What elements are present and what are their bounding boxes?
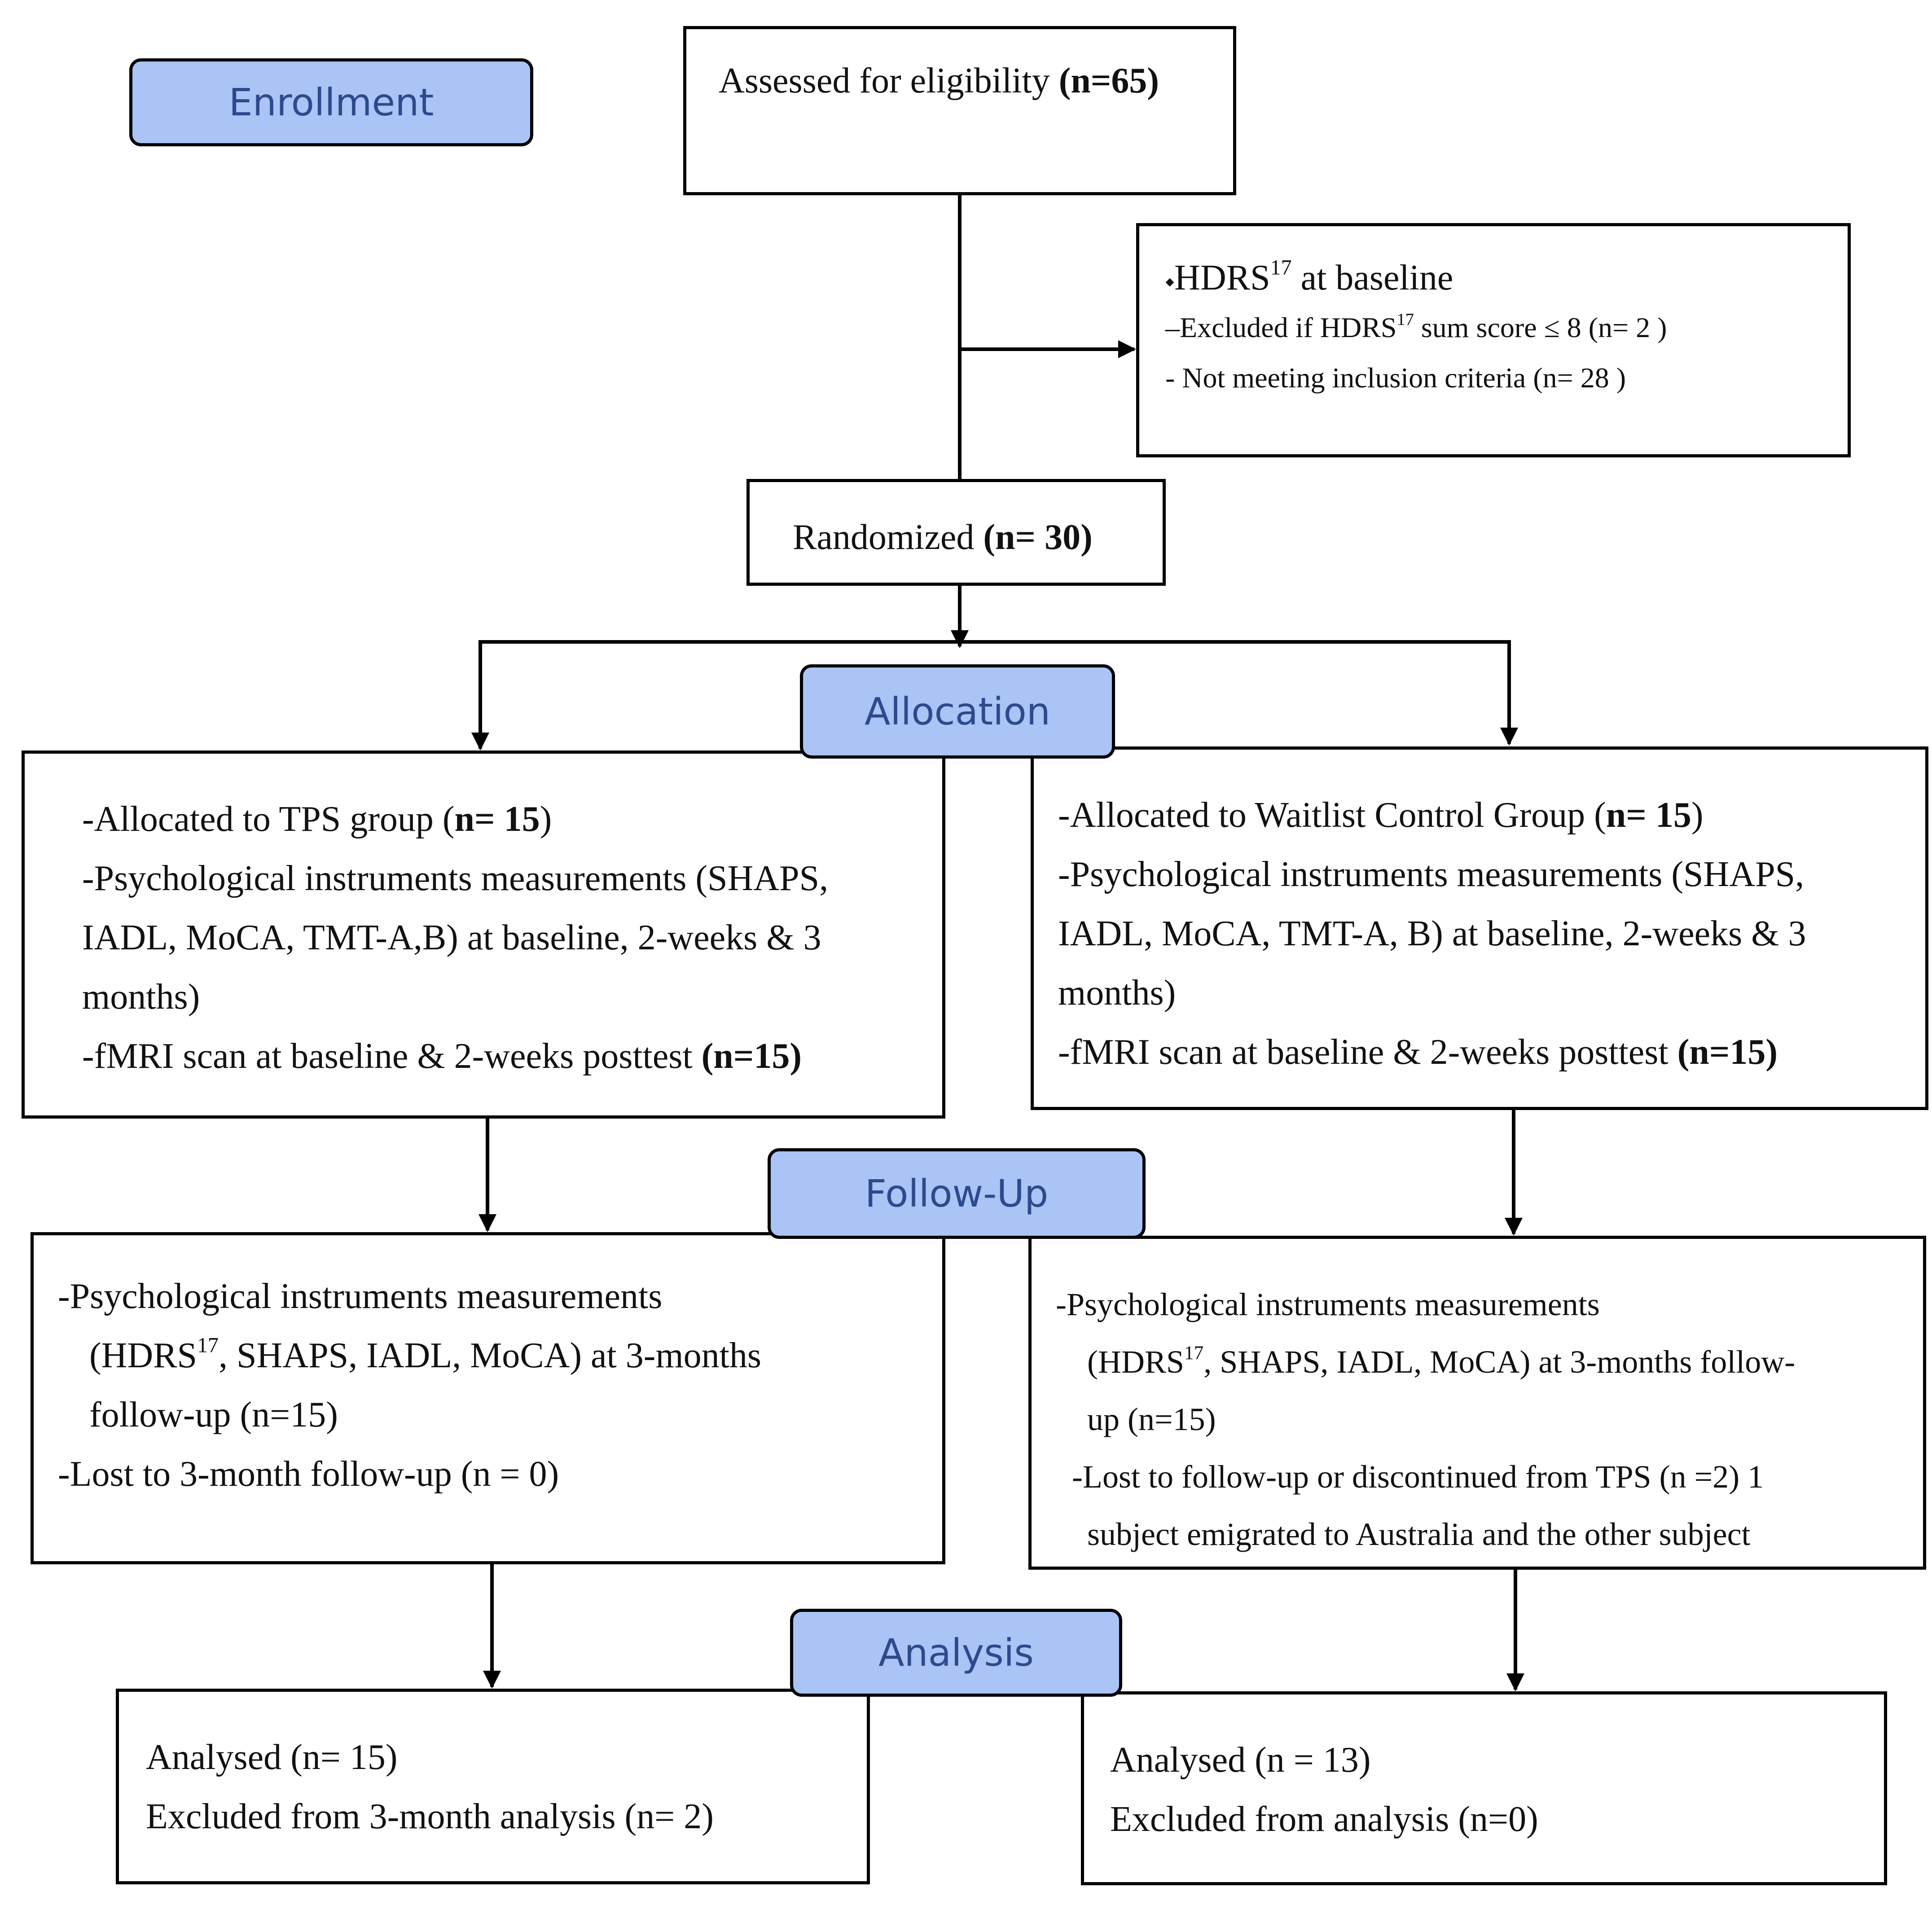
follow-up-waitlist-box: -Psychological instruments measurements … (1028, 1236, 1926, 1570)
waitlist-fmri-text: -fMRI scan at baseline & 2-weeks posttes… (1058, 1032, 1677, 1072)
stage-label-enrollment: Enrollment (129, 58, 533, 146)
analysis-tps-box: Analysed (n= 15) Excluded from 3-month a… (116, 1689, 870, 1884)
stage-label-text: Enrollment (228, 80, 434, 124)
waitlist-fu-line-3: up (n=15) (1087, 1401, 1216, 1437)
waitlist-allocated-line: -Allocated to Waitlist Control Group (n=… (1058, 786, 1907, 845)
exclusion-hdrs-text: –Excluded if HDRS (1165, 312, 1397, 343)
stage-label-follow-up: Follow-Up (768, 1148, 1146, 1239)
tps-psych-line-3: months) (82, 977, 200, 1017)
tps-fu-line-2-suffix: , SHAPS, IADL, MoCA) at 3-months (219, 1336, 761, 1375)
waitlist-fmri-line: -fMRI scan at baseline & 2-weeks posttes… (1058, 1023, 1907, 1082)
tps-fmri-line: -fMRI scan at baseline & 2-weeks posttes… (82, 1027, 915, 1086)
tps-fmri-text: -fMRI scan at baseline & 2-weeks posttes… (82, 1036, 702, 1076)
exclusion-title-text: HDRS (1174, 258, 1270, 298)
waitlist-fu-line-2-text: (HDRS (1087, 1344, 1185, 1380)
randomized-count: (n= 30) (983, 518, 1093, 557)
tps-allocated-text: -Allocated to TPS group ( (82, 799, 455, 839)
exclusion-criteria-line: - Not meeting inclusion criteria (n= 28 … (1165, 362, 1626, 394)
waitlist-fmri-count: (n=15) (1677, 1032, 1778, 1072)
split-line (479, 640, 1518, 747)
waitlist-fu-line-2-suffix: , SHAPS, IADL, MoCA) at 3-months follow- (1203, 1344, 1796, 1380)
exclusion-hdrs-suffix: sum score ≤ 8 (n= 2 ) (1414, 312, 1667, 343)
assessed-text: Assessed for eligibility (719, 61, 1059, 101)
waitlist-fu-lost-2: subject emigrated to Australia and the o… (1087, 1516, 1751, 1552)
waitlist-allocated-text: -Allocated to Waitlist Control Group ( (1058, 795, 1606, 835)
waitlist-fu-line-2-sup: 17 (1184, 1342, 1204, 1364)
waitlist-fu-lost: -Lost to follow-up or discontinued from … (1072, 1459, 1764, 1495)
tps-fu-line-2: (HDRS17, SHAPS, IADL, MoCA) at 3-months (58, 1326, 924, 1385)
tps-excluded-line: Excluded from 3-month analysis (n= 2) (146, 1797, 714, 1836)
tps-fmri-count: (n=15) (701, 1036, 802, 1076)
waitlist-fu-line-2: (HDRS17, SHAPS, IADL, MoCA) at 3-months … (1056, 1333, 1905, 1391)
exclusion-title: ⬩HDRS17 at baseline (1165, 255, 1848, 298)
waitlist-allocated-close: ) (1691, 795, 1704, 835)
waitlist-excluded-line: Excluded from analysis (n=0) (1110, 1800, 1538, 1839)
assessed-line: Assessed for eligibility (n=65) (719, 61, 1233, 101)
diamond-bullet-icon: ⬩ (1165, 268, 1175, 295)
allocation-tps-box: -Allocated to TPS group (n= 15) -Psychol… (22, 751, 945, 1119)
randomized-line: Randomized (n= 30) (793, 517, 1163, 558)
stage-label-analysis: Analysis (790, 1609, 1122, 1697)
tps-allocated-line: -Allocated to TPS group (n= 15) (82, 790, 915, 849)
tps-fu-line-1: -Psychological instruments measurements (58, 1277, 663, 1316)
stage-label-allocation: Allocation (800, 664, 1115, 759)
tps-psych-line-2: IADL, MoCA, TMT-A,B) at baseline, 2-week… (82, 918, 821, 957)
randomized-text: Randomized (793, 518, 984, 557)
tps-psych-line: -Psychological instruments measurements … (82, 859, 829, 898)
tps-fu-lost: -Lost to 3-month follow-up (n = 0) (58, 1454, 559, 1494)
exclusion-hdrs-line: –Excluded if HDRS17 sum score ≤ 8 (n= 2 … (1165, 311, 1848, 344)
tps-fu-line-2-sup: 17 (197, 1333, 219, 1357)
stage-label-text: Allocation (864, 689, 1051, 733)
exclusion-title-sup: 17 (1270, 255, 1292, 280)
allocation-waitlist-box: -Allocated to Waitlist Control Group (n=… (1031, 746, 1928, 1110)
stage-label-text: Analysis (878, 1631, 1034, 1675)
follow-up-tps-box: -Psychological instruments measurements … (31, 1232, 945, 1564)
waitlist-psych-line: -Psychological instruments measurements … (1058, 855, 1805, 894)
analysis-waitlist-box: Analysed (n = 13) Excluded from analysis… (1081, 1691, 1887, 1885)
tps-allocated-close: ) (540, 799, 552, 839)
assessed-eligibility-box: Assessed for eligibility (n=65) (683, 26, 1236, 195)
waitlist-allocated-count: n= 15 (1606, 795, 1691, 835)
exclusion-hdrs-sup: 17 (1396, 310, 1414, 329)
exclusion-box: ⬩HDRS17 at baseline –Excluded if HDRS17 … (1136, 223, 1851, 457)
stage-label-text: Follow-Up (865, 1172, 1049, 1216)
waitlist-psych-line-3: months) (1058, 973, 1176, 1013)
tps-fu-line-2-text: (HDRS (89, 1336, 198, 1375)
waitlist-fu-line-1: -Psychological instruments measurements (1056, 1286, 1600, 1322)
assessed-count: (n=65) (1058, 61, 1159, 101)
tps-analysed-line: Analysed (n= 15) (146, 1738, 398, 1777)
tps-fu-line-3: follow-up (n=15) (89, 1395, 338, 1435)
waitlist-analysed-line: Analysed (n = 13) (1110, 1740, 1371, 1780)
exclusion-title-suffix: at baseline (1291, 258, 1453, 298)
waitlist-psych-line-2: IADL, MoCA, TMT-A, B) at baseline, 2-wee… (1058, 914, 1806, 953)
tps-allocated-count: n= 15 (454, 799, 540, 839)
randomized-box: Randomized (n= 30) (746, 479, 1166, 586)
